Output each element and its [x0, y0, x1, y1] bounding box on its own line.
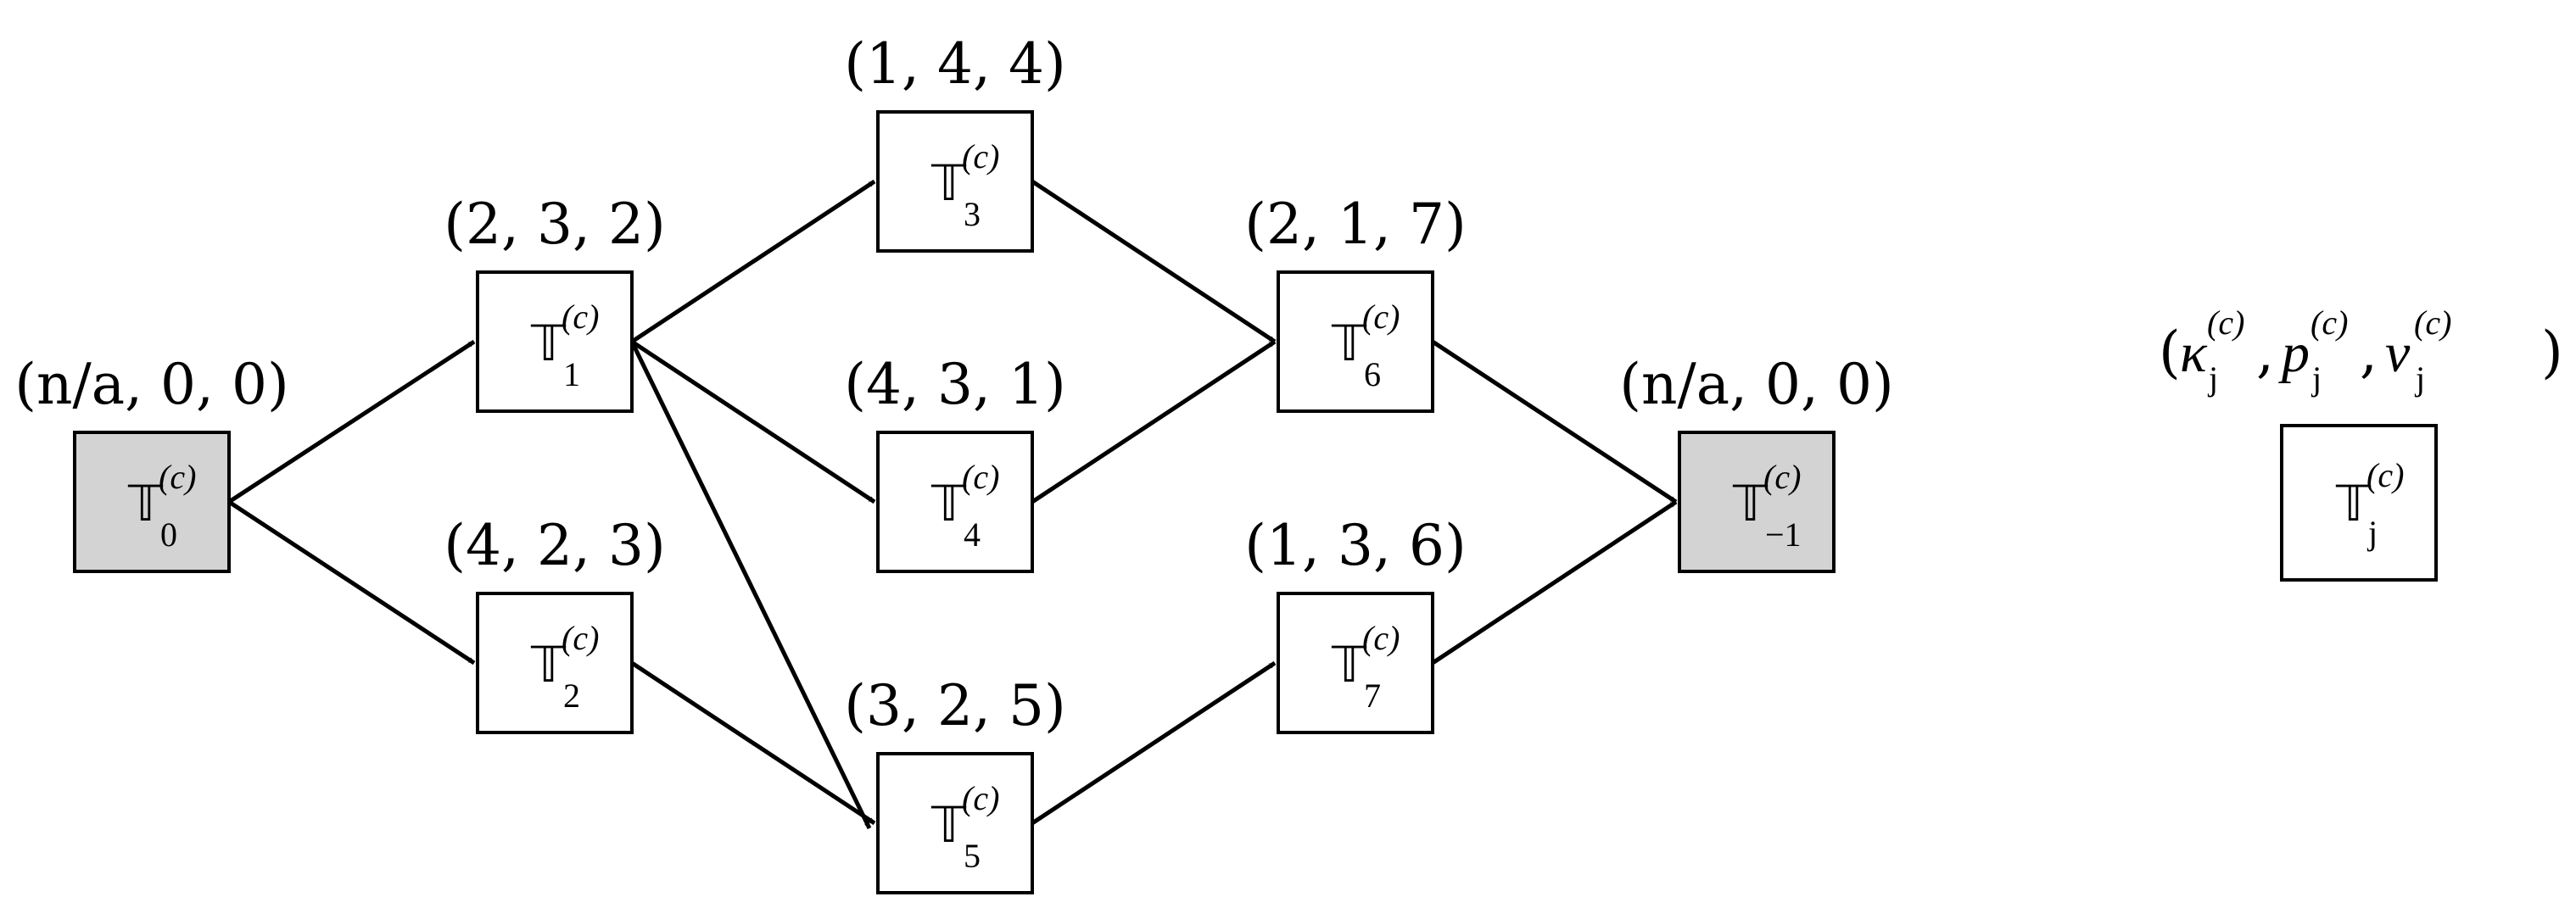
node-sub: 5 [964, 837, 981, 875]
node-sup: (c) [962, 458, 999, 496]
node-tuple-label: (3, 2, 5) [844, 673, 1065, 738]
edge-t3-t6 [1031, 179, 1277, 344]
node-box [1277, 270, 1434, 413]
legend-node-sub: j [2366, 514, 2378, 552]
node-tm1: 𝕋(c) −1 (n/a, 0, 0) [1619, 352, 1894, 573]
legend-p-sub: j [2311, 359, 2322, 398]
node-box [1678, 431, 1836, 573]
node-box [476, 270, 634, 413]
node-sup: (c) [159, 458, 196, 496]
node-sup: (c) [1362, 298, 1400, 336]
node-box [876, 752, 1034, 894]
node-tuple-label: (n/a, 0, 0) [14, 352, 289, 417]
node-sub: 6 [1364, 355, 1381, 393]
edge-t2-t5 [630, 660, 876, 826]
node-tuple-label: (4, 3, 1) [844, 352, 1065, 417]
node-symbol: 𝕋 [1331, 636, 1367, 693]
edge-t0-t1 [227, 339, 476, 504]
node-t5: 𝕋(c) 5 (3, 2, 5) [844, 673, 1066, 894]
node-symbol: 𝕋 [1331, 315, 1367, 372]
legend-node-sup: (c) [2366, 456, 2404, 494]
nodes-layer: 𝕋(c)0(n/a, 0, 0)𝕋(c)1(2, 3, 2)𝕋(c)2(4, 2… [14, 31, 1894, 894]
legend-comma-2: , [2360, 320, 2378, 385]
node-tuple-label: (1, 4, 4) [844, 31, 1065, 97]
legend-v: v [2385, 322, 2411, 384]
node-symbol: 𝕋 [930, 475, 967, 532]
edge-t7-tm1 [1431, 499, 1678, 666]
node-symbol: 𝕋 [1732, 475, 1769, 532]
node-tuple-label: (4, 2, 3) [444, 513, 665, 578]
node-symbol: 𝕋 [530, 636, 567, 693]
edge-t1-t4 [630, 339, 876, 504]
legend-tuple-open: ( [2159, 320, 2181, 385]
legend-tuple: ( κ (c) j , p (c) j , v (c) j ) [2159, 304, 2563, 398]
legend-kappa: κ [2180, 322, 2208, 384]
legend-node-symbol: 𝕋 [2335, 475, 2372, 532]
edge-t0-t2 [227, 499, 476, 666]
node-sup: (c) [562, 298, 599, 336]
node-sub: 0 [160, 515, 177, 554]
node-sup: (c) [1362, 619, 1400, 657]
node-symbol: 𝕋 [127, 475, 164, 532]
node-t1: 𝕋(c) 1 (2, 3, 2) [444, 192, 666, 413]
edge-t1-t3 [630, 179, 876, 344]
node-tuple-label: (2, 3, 2) [444, 192, 665, 257]
legend: 𝕋 (c) j ( κ (c) j , p (c) j , v (c) j ) [2159, 304, 2563, 582]
legend-kappa-sup: (c) [2207, 304, 2244, 342]
node-symbol: 𝕋 [530, 315, 567, 372]
node-box [1277, 592, 1434, 734]
node-sup: (c) [1763, 458, 1801, 496]
node-sup: (c) [962, 779, 999, 817]
node-tuple-label: (n/a, 0, 0) [1619, 352, 1894, 417]
legend-kappa-sub: j [2207, 359, 2218, 398]
legend-v-sup: (c) [2414, 304, 2451, 342]
node-sub: 1 [563, 355, 580, 393]
node-box [876, 110, 1034, 253]
node-sup: (c) [562, 619, 599, 657]
node-sub: 7 [1364, 677, 1381, 715]
node-t6: 𝕋(c) 6 (2, 1, 7) [1244, 192, 1467, 413]
node-box [876, 431, 1034, 573]
node-t2: 𝕋(c) 2 (4, 2, 3) [444, 513, 666, 734]
edge-t1-t5 [629, 340, 872, 830]
legend-p-sup: (c) [2311, 304, 2348, 342]
legend-comma-1: , [2256, 320, 2274, 385]
node-sup: (c) [962, 137, 999, 175]
node-tuple-label: (2, 1, 7) [1244, 192, 1466, 257]
node-symbol: 𝕋 [930, 154, 967, 212]
edges-layer [227, 179, 1678, 830]
node-t0: 𝕋(c) 0 (n/a, 0, 0) [14, 352, 289, 573]
node-symbol: 𝕋 [930, 796, 967, 854]
node-box [73, 431, 231, 573]
node-sub: 3 [964, 195, 981, 233]
node-t4: 𝕋(c) 4 (4, 3, 1) [844, 352, 1066, 573]
node-box [476, 592, 634, 734]
edge-t6-tm1 [1431, 339, 1678, 504]
node-t7: 𝕋(c) 7 (1, 3, 6) [1244, 513, 1467, 734]
node-sub: −1 [1765, 515, 1802, 554]
node-t3: 𝕋(c) 3 (1, 4, 4) [844, 31, 1066, 253]
node-tuple-label: (1, 3, 6) [1244, 513, 1466, 578]
legend-tuple-close: ) [2541, 320, 2563, 385]
node-sub: 2 [563, 677, 580, 715]
legend-v-sub: j [2414, 359, 2425, 398]
node-sub: 4 [964, 515, 981, 554]
legend-p: p [2278, 322, 2310, 384]
legend-node-box [2280, 424, 2438, 582]
edge-t5-t7 [1031, 660, 1277, 826]
edge-t4-t6 [1031, 339, 1277, 504]
legend-node-label: 𝕋 [2335, 475, 2372, 532]
